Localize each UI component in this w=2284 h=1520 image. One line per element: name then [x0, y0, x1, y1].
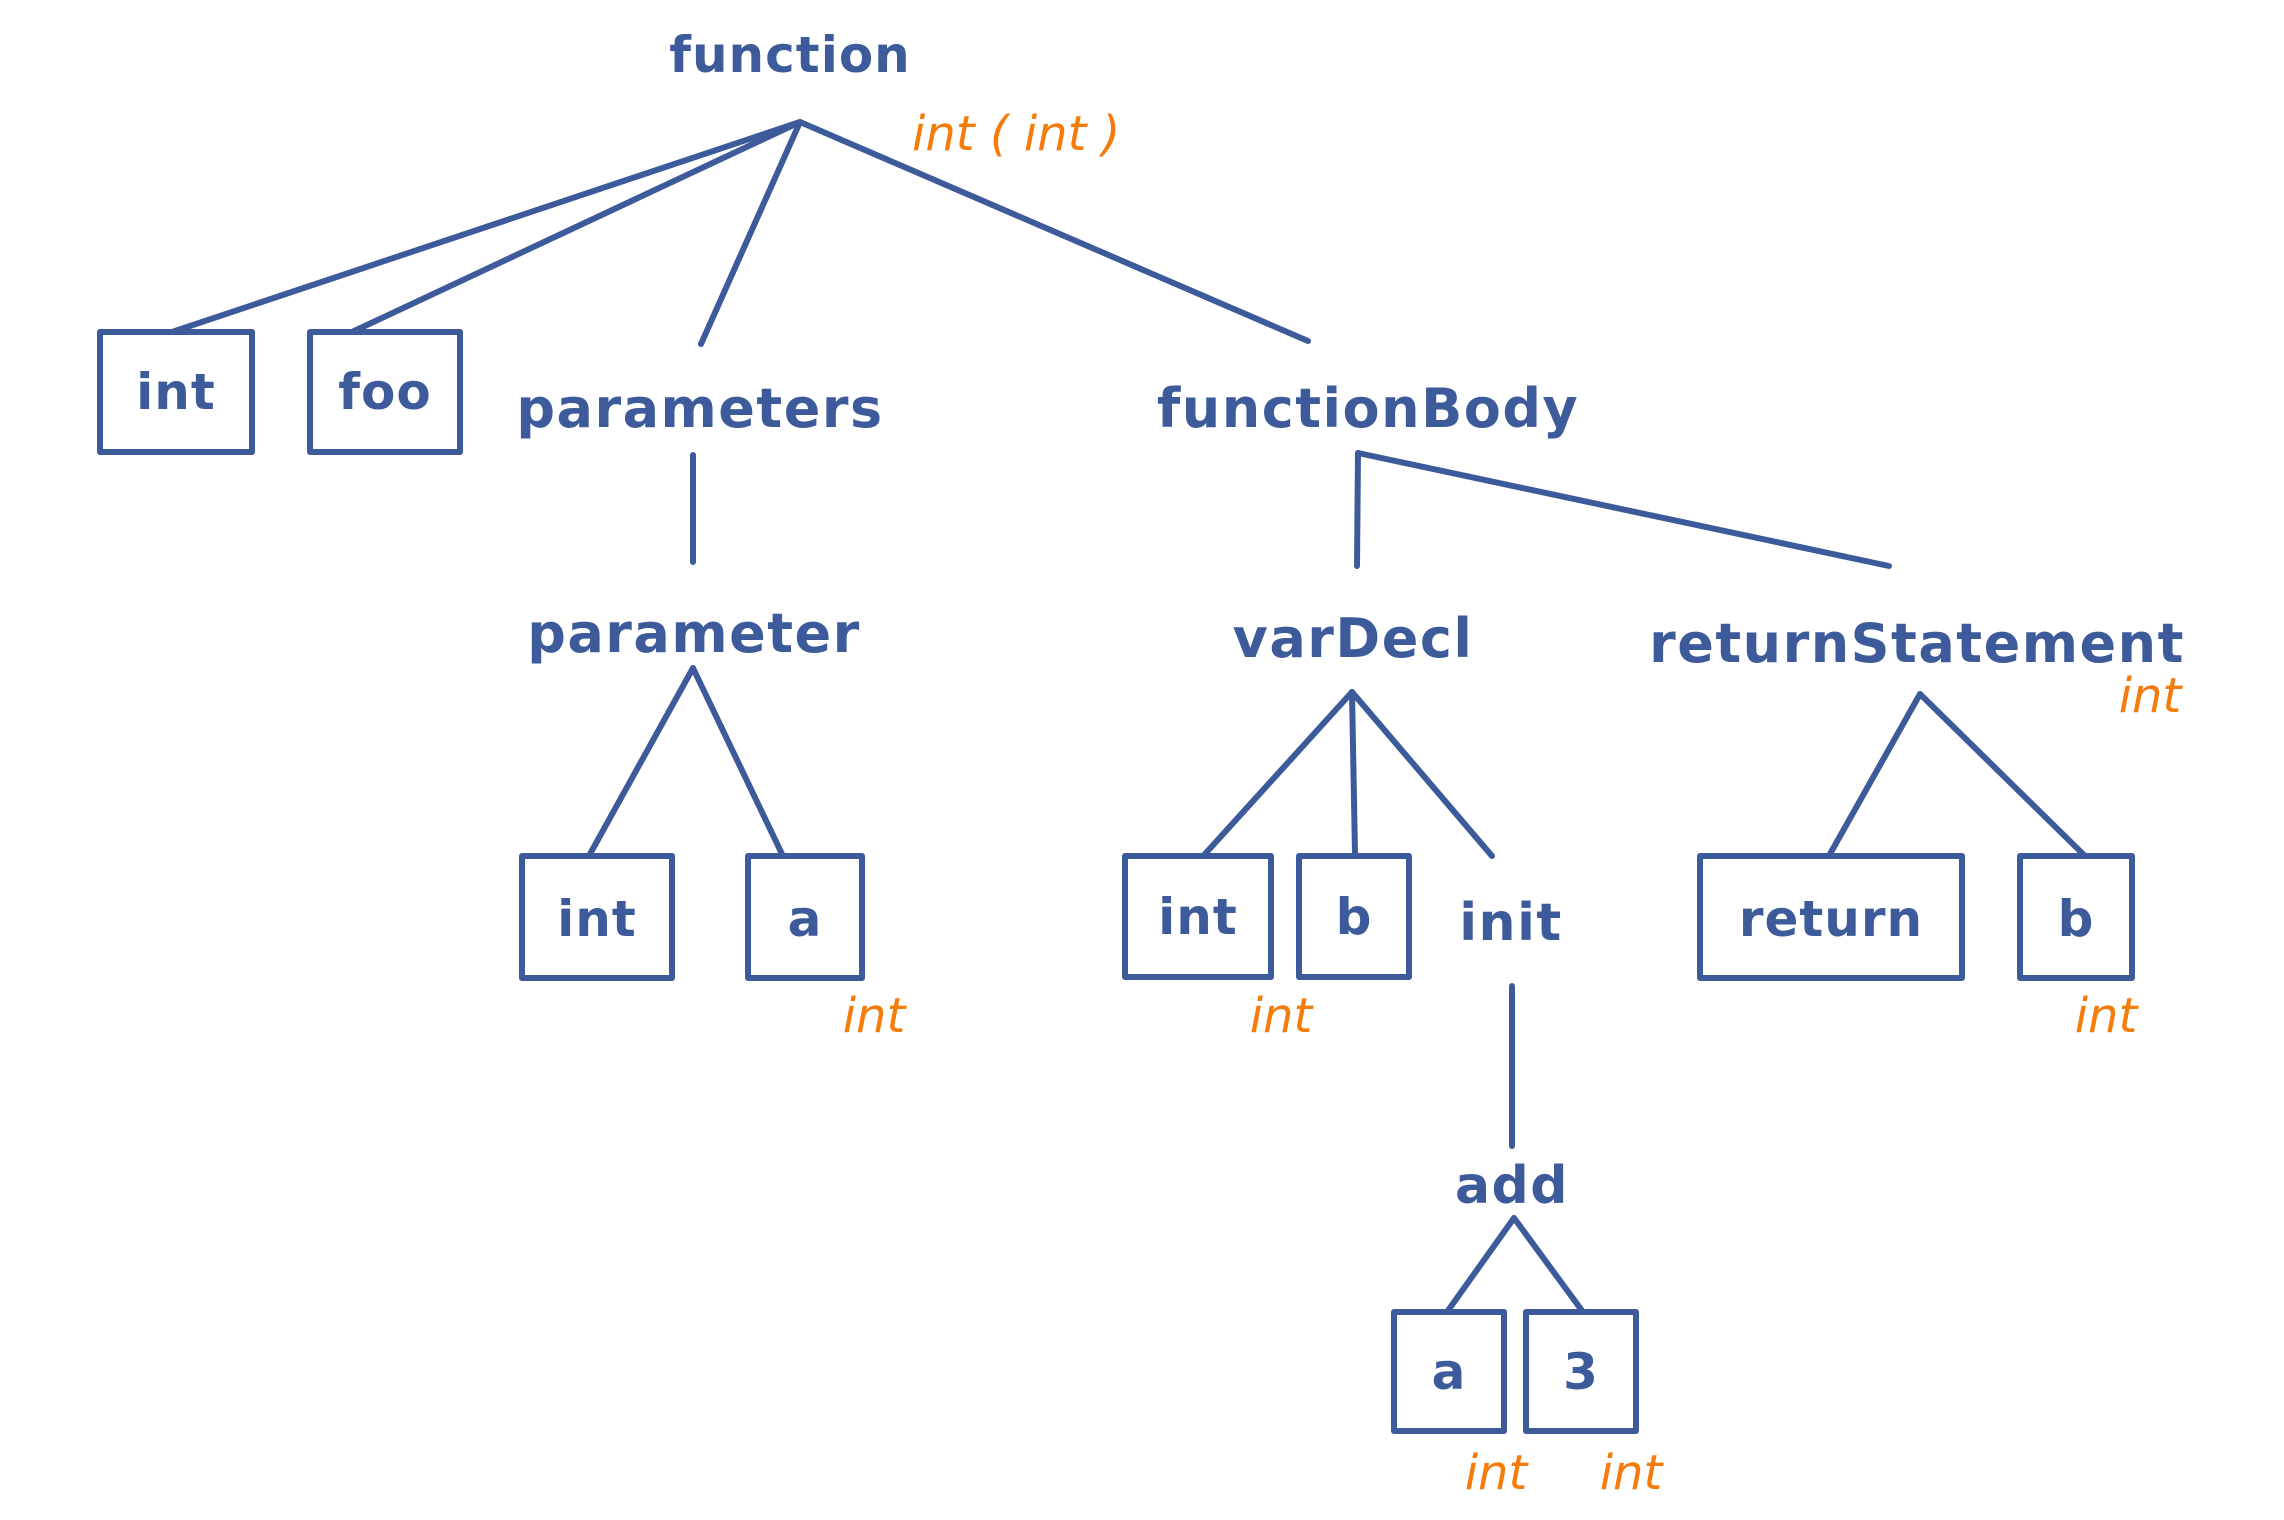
var-type-box	[1122, 853, 1274, 980]
node-init-label: init	[1459, 893, 1563, 953]
annotation-add-left-type: int	[1465, 1445, 1530, 1501]
node-var-name-label: b	[1336, 888, 1373, 946]
node-function-name-label: foo	[338, 363, 431, 421]
annotation-add-right-type: int	[1600, 1445, 1665, 1501]
edge-vardecl-int	[1202, 689, 1355, 857]
edge-function-int	[169, 119, 803, 335]
edge-parameter-a	[690, 665, 785, 857]
annotation-var-name-type: int	[1250, 988, 1315, 1044]
add-left-box	[1391, 1309, 1507, 1434]
edge-vardecl-init	[1349, 689, 1495, 859]
param-name-box	[745, 853, 865, 981]
annotation-return-value-type: int	[2075, 988, 2140, 1044]
return-type-box	[97, 329, 255, 455]
node-return-keyword-label: return	[1739, 890, 1923, 948]
node-return-type-label: int	[136, 363, 216, 421]
return-value-box	[2017, 853, 2135, 981]
function-name-box	[307, 329, 463, 455]
add-right-box	[1523, 1309, 1639, 1434]
edge-function-foo	[349, 119, 803, 335]
node-vardecl-label: varDecl	[1233, 607, 1474, 670]
leaf-boxes	[97, 329, 2135, 1434]
edge-returnstatement-return	[1827, 691, 1923, 857]
node-returnstatement-label: returnStatement	[1649, 612, 2185, 675]
node-param-name-label: a	[788, 890, 823, 948]
edge-vardecl-b	[1349, 689, 1358, 857]
node-function-label: function	[669, 26, 911, 84]
type-annotations: int ( int ) int int int int int int	[843, 106, 2184, 1501]
node-parameter-label: parameter	[527, 602, 861, 665]
edge-add-a	[1444, 1215, 1517, 1315]
edge-add-3	[1511, 1215, 1586, 1315]
node-functionbody-label: functionBody	[1157, 377, 1579, 440]
annotation-function-type: int ( int )	[912, 106, 1120, 162]
edge-functionbody-vardecl	[1354, 450, 1361, 569]
annotation-param-name-type: int	[843, 988, 908, 1044]
node-labels: function int foo parameters functionBody…	[136, 26, 2185, 1401]
node-var-type-label: int	[1158, 888, 1238, 946]
node-return-value-label: b	[2058, 890, 2095, 948]
node-add-label: add	[1455, 1156, 1569, 1216]
edge-function-parameters	[698, 119, 803, 347]
edges	[169, 119, 2088, 1315]
return-keyword-box	[1697, 853, 1965, 981]
edge-parameter-int	[587, 665, 696, 857]
edge-function-functionbody	[797, 119, 1311, 344]
edge-functionbody-returnstatement	[1355, 450, 1892, 569]
param-type-box	[519, 853, 675, 981]
annotation-returnstatement-type: int	[2119, 668, 2184, 724]
node-add-right-label: 3	[1563, 1343, 1599, 1401]
edge-returnstatement-b	[1917, 691, 2088, 859]
node-param-type-label: int	[557, 890, 637, 948]
node-parameters-label: parameters	[516, 377, 883, 440]
node-add-left-label: a	[1432, 1343, 1467, 1401]
var-name-box	[1296, 853, 1412, 980]
